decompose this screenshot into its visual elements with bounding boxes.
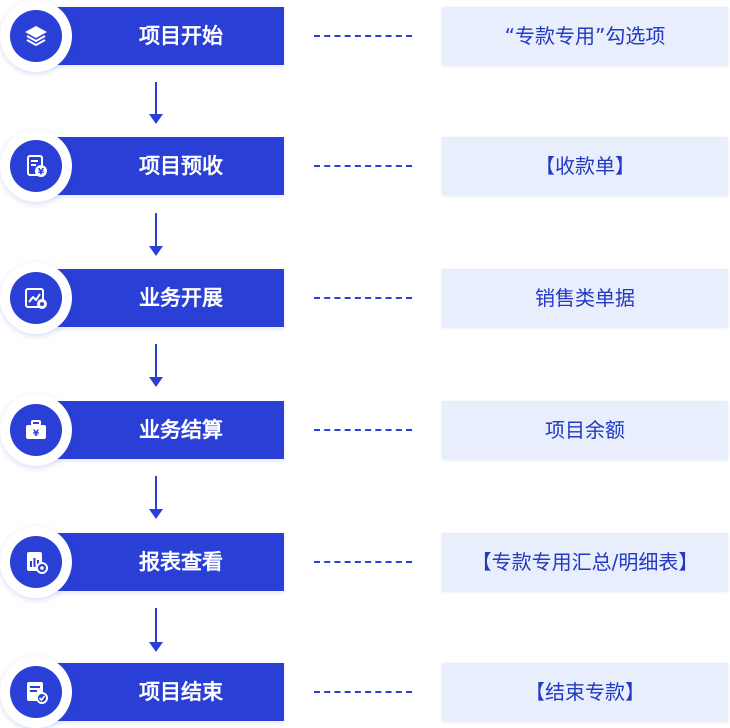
svg-text:¥: ¥ (38, 168, 45, 178)
step-bar: 业务开展 (36, 269, 284, 327)
step-description: “专款专用”勾选项 (442, 7, 728, 65)
step-label: 项目预收 (139, 154, 223, 178)
dotted-connector (314, 297, 412, 299)
arrow-down (146, 344, 166, 387)
step-label: 报表查看 (139, 550, 223, 574)
step-description: 销售类单据 (442, 269, 728, 327)
step-project-start: 项目开始 “专款专用”勾选项 (0, 0, 730, 72)
growth-chart-icon (25, 288, 47, 309)
briefcase-icon: ¥ (26, 420, 46, 439)
icon-badge (0, 526, 72, 598)
step-label: 项目结束 (139, 680, 223, 704)
dotted-connector (314, 35, 412, 37)
dotted-connector (314, 561, 412, 563)
arrow-down (146, 608, 166, 652)
step-bar: 业务结算 (36, 401, 284, 459)
step-description: 项目余额 (442, 401, 728, 459)
step-project-end: 项目结束 【结束专款】 (0, 656, 730, 728)
step-bar: 报表查看 (36, 533, 284, 591)
step-business-operations: 业务开展 销售类单据 (0, 262, 730, 334)
step-project-prepayment: ¥ 项目预收 【收款单】 (0, 130, 730, 202)
icon-badge (0, 262, 72, 334)
dotted-connector (314, 429, 412, 431)
step-view-reports: 报表查看 【专款专用汇总/明细表】 (0, 526, 730, 598)
step-description: 【结束专款】 (442, 663, 728, 721)
report-icon (27, 552, 48, 574)
dotted-connector (314, 165, 412, 167)
step-description: 【专款专用汇总/明细表】 (442, 533, 728, 591)
step-label: 业务开展 (139, 286, 223, 310)
receipt-icon: ¥ (27, 155, 47, 178)
layers-icon (25, 26, 47, 46)
step-bar: 项目结束 (36, 663, 284, 721)
step-label: 项目开始 (139, 24, 223, 48)
step-description: 【收款单】 (442, 137, 728, 195)
icon-badge (0, 0, 72, 72)
document-check-icon (27, 682, 48, 704)
icon-badge: ¥ (0, 130, 72, 202)
arrow-down (146, 82, 166, 124)
step-bar: 项目预收 (36, 137, 284, 195)
arrow-down (146, 476, 166, 519)
step-business-settlement: ¥ 业务结算 项目余额 (0, 394, 730, 466)
svg-text:¥: ¥ (33, 429, 40, 439)
step-label: 业务结算 (139, 418, 223, 442)
arrow-down (146, 213, 166, 256)
dotted-connector (314, 691, 412, 693)
icon-badge: ¥ (0, 394, 72, 466)
icon-badge (0, 656, 72, 728)
step-bar: 项目开始 (36, 7, 284, 65)
